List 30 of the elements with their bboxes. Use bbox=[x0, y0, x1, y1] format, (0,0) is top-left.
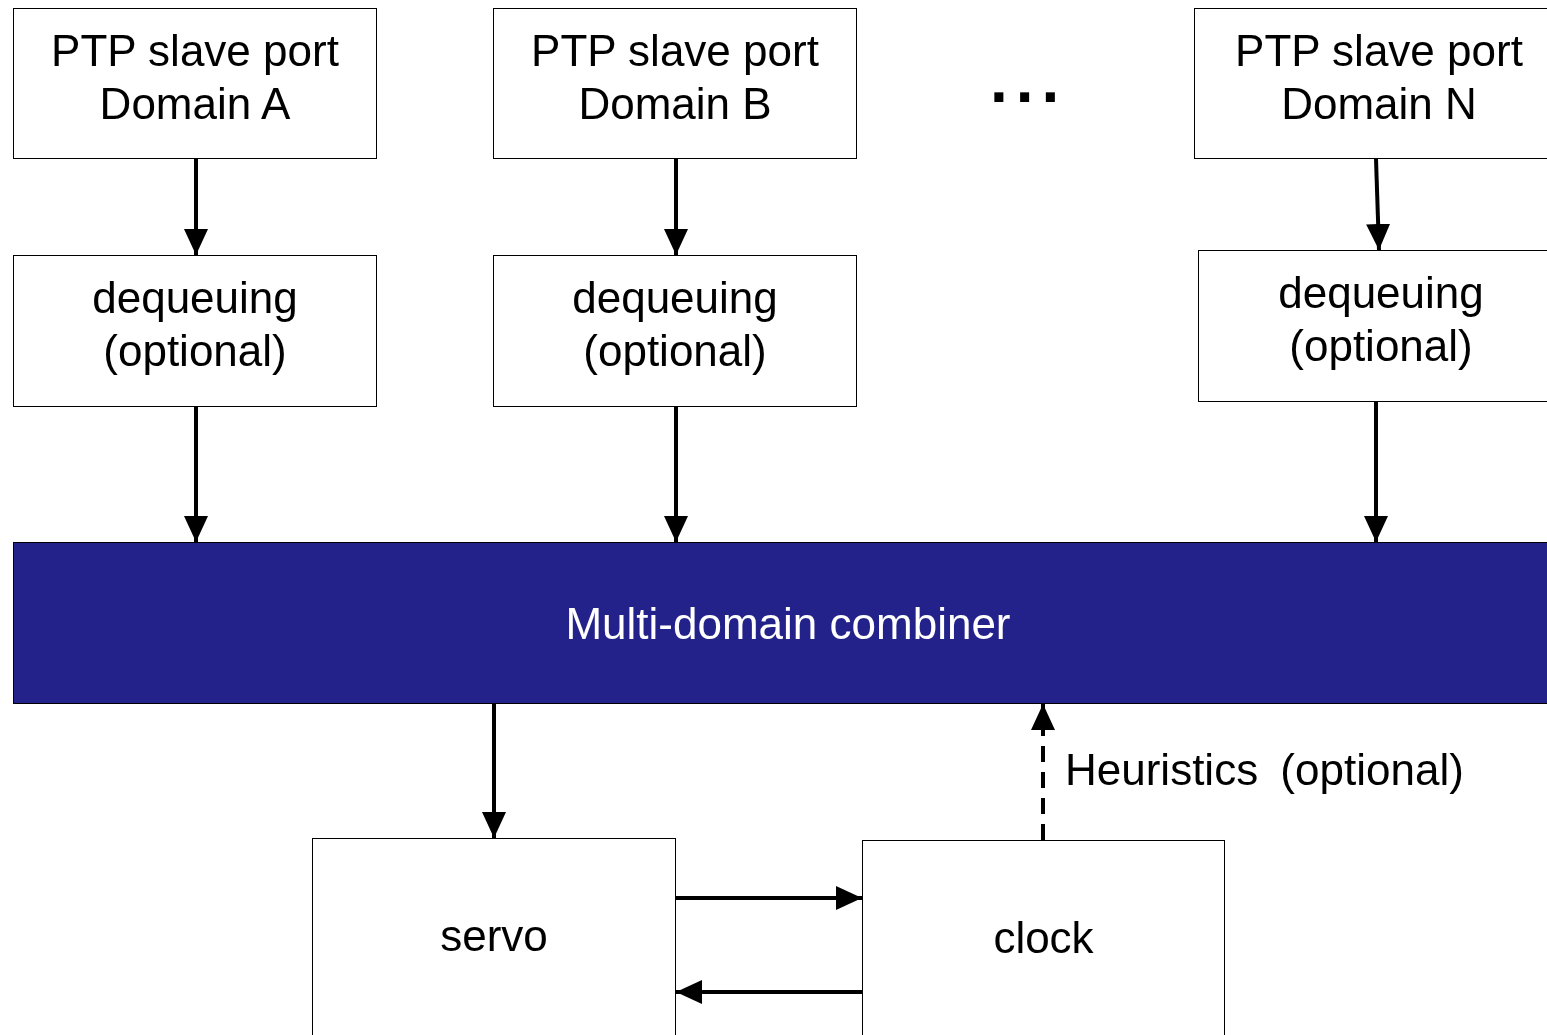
process-box bbox=[493, 8, 857, 159]
box-label: clock bbox=[993, 912, 1094, 964]
box-label: dequeuing (optional) bbox=[1277, 267, 1485, 372]
arrow bbox=[184, 407, 208, 542]
process-box bbox=[862, 840, 1225, 1035]
arrow bbox=[664, 159, 688, 255]
arrow bbox=[676, 886, 862, 910]
dashed-arrow bbox=[1031, 704, 1055, 840]
process-box bbox=[312, 838, 676, 1035]
box-label: dequeuing (optional) bbox=[571, 272, 779, 377]
arrow bbox=[676, 980, 862, 1004]
arrow bbox=[664, 407, 688, 542]
box-label: dequeuing (optional) bbox=[91, 272, 299, 377]
ellipsis-label: ... bbox=[990, 55, 1068, 105]
process-box bbox=[1198, 250, 1547, 402]
box-label: PTP slave port Domain B bbox=[530, 25, 820, 130]
arrow bbox=[184, 159, 208, 255]
combiner-band bbox=[13, 542, 1547, 704]
process-box bbox=[493, 255, 857, 407]
box-label: PTP slave port Domain A bbox=[50, 25, 340, 130]
arrow bbox=[482, 704, 506, 838]
edge-label: Heuristics (optional) bbox=[1065, 745, 1464, 795]
box-label: Multi-domain combiner bbox=[565, 597, 1011, 650]
box-label: PTP slave port Domain N bbox=[1234, 25, 1524, 130]
arrow bbox=[1364, 402, 1388, 542]
process-box bbox=[13, 8, 377, 159]
arrow bbox=[1366, 158, 1391, 251]
process-box bbox=[13, 255, 377, 407]
process-box bbox=[1194, 8, 1547, 159]
box-label: servo bbox=[440, 910, 548, 962]
